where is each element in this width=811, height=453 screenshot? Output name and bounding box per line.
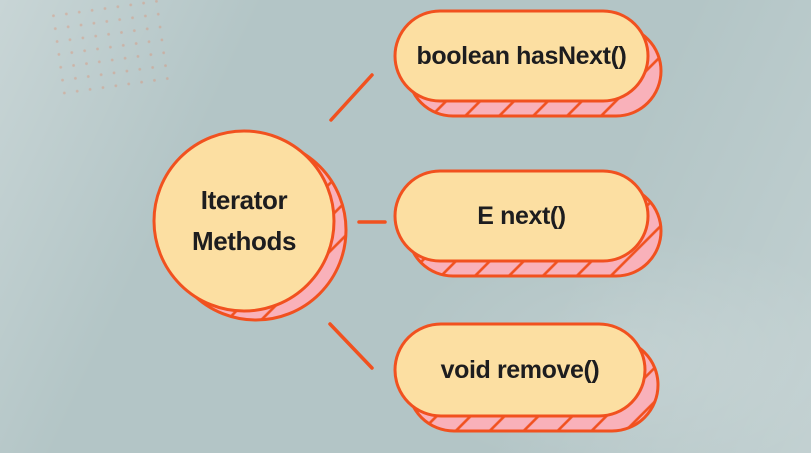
- pill-label-next: E next(): [477, 201, 566, 230]
- pill-hasnext-face: [393, 9, 650, 103]
- node-pill-remove: [393, 322, 660, 433]
- center-node-circle: [152, 129, 348, 322]
- pill-label-remove: void remove(): [440, 355, 600, 384]
- center-node-face: [152, 129, 336, 313]
- center-node-label: Iterator Methods: [191, 185, 297, 256]
- pill-next-face: [393, 169, 650, 263]
- connector-bottom: [328, 322, 374, 370]
- pill-label-hasnext: boolean hasNext(): [416, 41, 627, 70]
- node-pill-next: [393, 169, 663, 278]
- node-pill-hasnext: [393, 9, 663, 118]
- pill-remove-face: [393, 322, 647, 418]
- connector-top: [329, 73, 374, 122]
